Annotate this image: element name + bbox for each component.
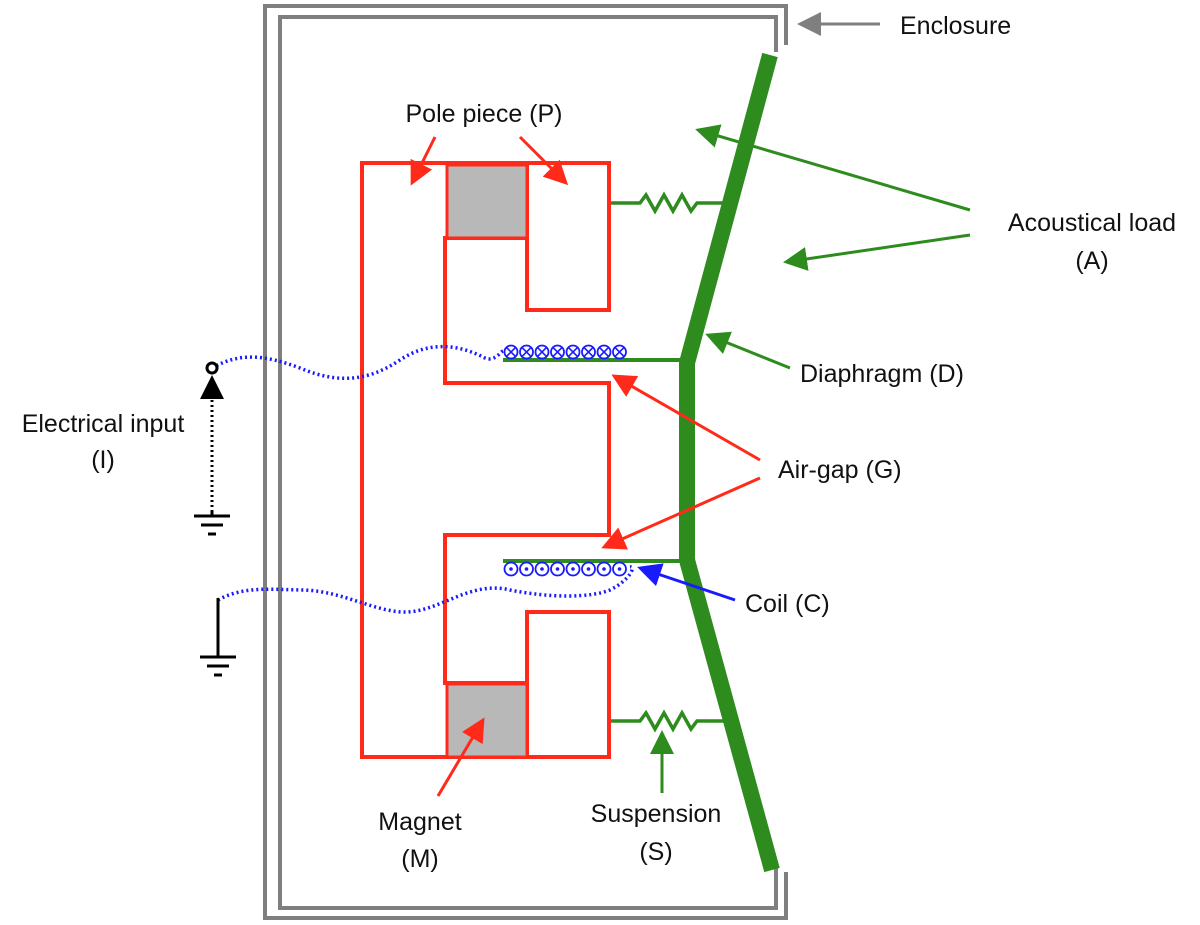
magnet-label: Magnet — [378, 808, 461, 836]
suspension-label: Suspension — [591, 800, 722, 828]
suspension-bottom — [611, 709, 725, 733]
coil-cross-icon — [565, 344, 581, 360]
ground-icon — [194, 512, 230, 536]
input-wire-bottom — [217, 565, 634, 614]
acoustical-load-label: Acoustical load — [1008, 209, 1176, 237]
coil-label: Coil (C) — [745, 590, 830, 618]
coil-cross-icon — [519, 344, 534, 360]
diaphragm-label: Diaphragm (D) — [800, 360, 964, 388]
electrical-input-label: Electrical input — [22, 410, 185, 438]
coil-dot-icon — [534, 561, 550, 577]
pole-piece-arrow-left — [410, 136, 437, 186]
input-wire-top — [211, 344, 504, 380]
diaphragm — [679, 52, 780, 873]
enclosure — [263, 4, 788, 920]
coil-cross-icon — [550, 344, 565, 360]
magnetic-circuit — [360, 161, 611, 759]
air-gap-arrow-top — [611, 374, 761, 462]
coil-cross-icon — [581, 344, 596, 360]
air-gap-arrow-bottom — [601, 476, 761, 550]
coil-dot-icon — [596, 561, 612, 577]
coil-dot-icon — [503, 561, 519, 577]
acoustical-load-label-sub: (A) — [1075, 247, 1108, 275]
acoustical-load-arrow-1 — [695, 124, 971, 212]
coil-cross-icon — [612, 344, 627, 360]
suspension-label-sub: (S) — [639, 838, 672, 866]
pole-piece-arrow-right — [518, 135, 569, 186]
input-terminal — [205, 361, 219, 375]
coil-arrow — [637, 563, 736, 602]
magnet-bottom — [445, 682, 529, 759]
coil-bottom-windings — [503, 561, 627, 577]
coil-dot-icon — [565, 561, 581, 577]
pole-piece-outline — [360, 161, 611, 759]
air-gap-label: Air-gap (G) — [778, 456, 902, 484]
coil-cross-icon — [534, 344, 550, 360]
coil-dot-icon — [550, 561, 565, 577]
coil-dot-icon — [519, 561, 534, 577]
coil-dot-icon — [612, 561, 627, 577]
coil-dot-icon — [581, 561, 596, 577]
coil-cross-icon — [503, 344, 519, 360]
pole-piece-label: Pole piece (P) — [405, 100, 562, 128]
coil-top-windings — [503, 344, 627, 360]
electrical-input-label-sub: (I) — [91, 446, 115, 474]
acoustical-load-arrow-2 — [783, 233, 971, 271]
suspension-top — [611, 191, 725, 215]
magnet-arrow — [436, 717, 485, 797]
magnet-top — [445, 163, 529, 240]
enclosure-label: Enclosure — [900, 12, 1011, 40]
magnet-label-sub: (M) — [401, 845, 438, 873]
ground-icon — [200, 598, 236, 677]
diaphragm-arrow — [705, 331, 791, 370]
coil-cross-icon — [596, 344, 612, 360]
